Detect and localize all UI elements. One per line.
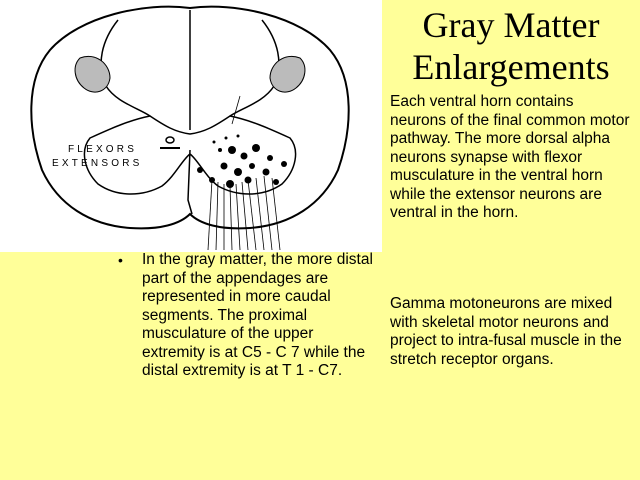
bullet-text: In the gray matter, the more distal part… [142, 251, 373, 379]
label-flexors: FLEXORS [68, 144, 137, 155]
paragraph-ventral-horn: Each ventral horn contains neurons of th… [390, 93, 630, 221]
dorsal-horn-right [229, 19, 280, 117]
slide-title: Gray Matter Enlargements [386, 4, 636, 88]
title-line-2: Enlargements [412, 47, 610, 87]
motor-neurons [197, 134, 287, 188]
ventral-fissure [187, 149, 193, 215]
spinal-cord-diagram: FLEXORS EXTENSORS [0, 0, 382, 252]
bullet-item: • In the gray matter, the more distal pa… [118, 251, 380, 381]
cord-outline [30, 5, 350, 230]
paragraph-gamma-motoneurons: Gamma motoneurons are mixed with skeleta… [390, 295, 622, 368]
ventral-root-fibers [207, 175, 281, 251]
bullet-marker: • [118, 252, 123, 268]
dorsal-horn-left [100, 19, 151, 117]
title-line-1: Gray Matter [422, 5, 600, 45]
label-extensors: EXTENSORS [52, 158, 142, 169]
gelatinosa-right [269, 56, 306, 93]
central-canal [165, 136, 175, 144]
gelatinosa-left [74, 56, 111, 93]
